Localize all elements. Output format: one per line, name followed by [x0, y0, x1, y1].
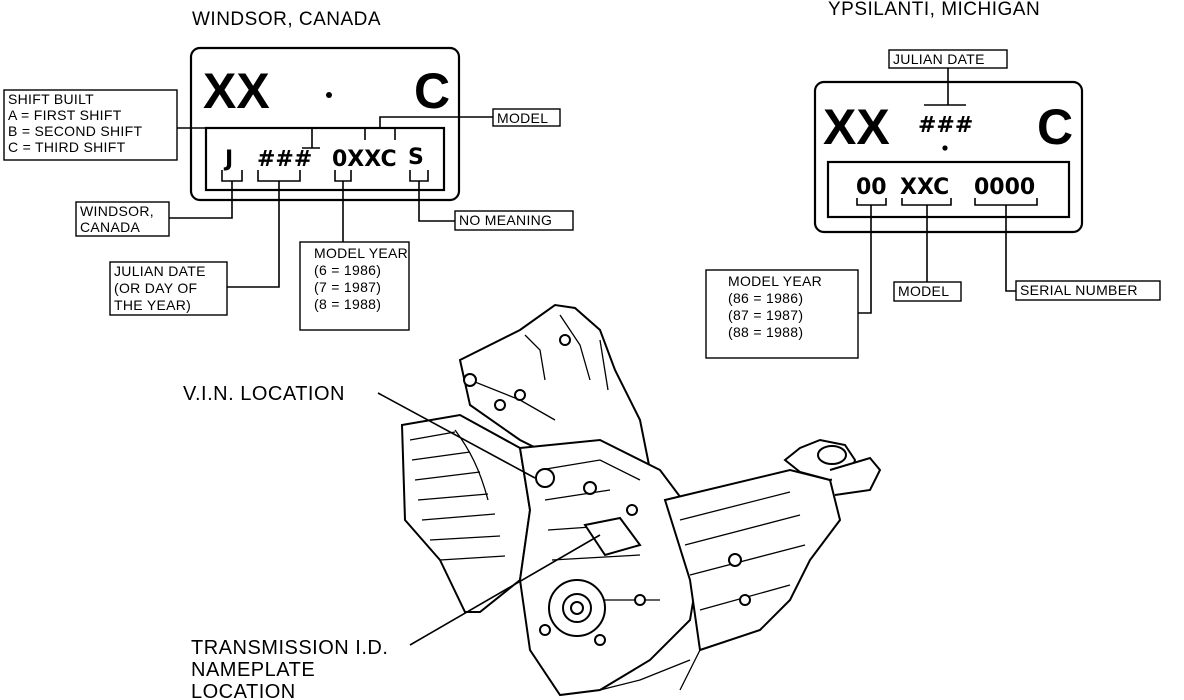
- ypsilanti-model-year-line4: (88 = 1988): [728, 324, 803, 340]
- windsor-plate-xx: XX: [203, 63, 270, 119]
- windsor-model-label: MODEL: [497, 110, 548, 126]
- ypsilanti-plate-xx: XX: [823, 99, 890, 155]
- ypsilanti-model-year-line1: MODEL YEAR: [728, 273, 822, 289]
- shift-built-line3: B = SECOND SHIFT: [8, 123, 142, 139]
- ypsilanti-plate-dot: [942, 145, 948, 151]
- ypsilanti-julian-label: JULIAN DATE: [893, 51, 985, 67]
- ypsilanti-model-year-callout: MODEL YEAR (86 = 1986) (87 = 1987) (88 =…: [705, 198, 887, 359]
- ypsilanti-plate-c: C: [1037, 99, 1073, 155]
- ypsilanti-code-year: 00: [856, 175, 887, 200]
- windsor-julian-line3: THE YEAR): [114, 297, 191, 313]
- ypsilanti-code-serial: 0000: [974, 175, 1035, 200]
- windsor-location-line1: WINDSOR,: [80, 203, 154, 219]
- shift-built-line2: A = FIRST SHIFT: [8, 107, 122, 123]
- windsor-model-year-callout: MODEL YEAR (6 = 1986) (7 = 1987) (8 = 19…: [299, 170, 410, 331]
- ypsilanti-julian-callout: JULIAN DATE: [888, 49, 1008, 69]
- ypsilanti-model-year-line2: (86 = 1986): [728, 290, 803, 306]
- ypsilanti-title: YPSILANTI, MICHIGAN: [828, 0, 1040, 20]
- vin-location-callout: V.I.N. LOCATION: [183, 383, 536, 479]
- windsor-model-year-line3: (7 = 1987): [314, 279, 381, 295]
- shift-built-line4: C = THIRD SHIFT: [8, 139, 126, 155]
- windsor-plate-dot: [326, 92, 332, 98]
- vin-location-label: V.I.N. LOCATION: [183, 383, 345, 405]
- nameplate-location-callout: TRANSMISSION I.D. NAMEPLATE LOCATION: [191, 534, 601, 700]
- windsor-model-year-line4: (8 = 1988): [314, 296, 381, 312]
- ypsilanti-plate: XX ### C 00 XXC 0000: [813, 68, 1084, 234]
- nameplate-line3: LOCATION: [191, 681, 296, 700]
- windsor-title: WINDSOR, CANADA: [192, 9, 381, 30]
- windsor-julian-line2: (OR DAY OF: [114, 280, 197, 296]
- ypsilanti-model-label: MODEL: [898, 283, 949, 299]
- windsor-plate-c: C: [414, 63, 450, 119]
- windsor-model-year-line1: MODEL YEAR: [314, 245, 408, 261]
- windsor-no-meaning-label: NO MEANING: [459, 212, 552, 228]
- ypsilanti-model-callout: MODEL: [893, 198, 962, 302]
- transmission-illustration: [400, 303, 882, 697]
- windsor-location-line2: CANADA: [80, 219, 141, 235]
- ypsilanti-serial-label: SERIAL NUMBER: [1020, 282, 1138, 298]
- windsor-code-j: J: [223, 147, 233, 172]
- windsor-model-year-line2: (6 = 1986): [314, 262, 381, 278]
- windsor-plate-code-box: [204, 126, 446, 192]
- shift-built-line1: SHIFT BUILT: [8, 91, 94, 107]
- ypsilanti-serial-callout: SERIAL NUMBER: [974, 198, 1161, 301]
- nameplate-line1: TRANSMISSION I.D.: [191, 637, 388, 659]
- ypsilanti-model-year-line3: (87 = 1987): [728, 307, 803, 323]
- windsor-julian-line1: JULIAN DATE: [114, 263, 206, 279]
- nameplate-line2: NAMEPLATE: [191, 659, 315, 681]
- windsor-model-callout: MODEL: [364, 108, 561, 140]
- windsor-location-callout: WINDSOR, CANADA: [75, 170, 243, 237]
- ypsilanti-code-model: XXC: [900, 175, 949, 200]
- windsor-julian-callout: JULIAN DATE (OR DAY OF THE YEAR): [109, 170, 301, 316]
- windsor-code-model: 0XXC: [332, 147, 397, 172]
- ypsilanti-plate-hash: ###: [918, 113, 973, 138]
- windsor-code-s: S: [408, 145, 424, 170]
- shift-built-callout: SHIFT BUILT A = FIRST SHIFT B = SECOND S…: [3, 89, 320, 161]
- windsor-code-hash: ###: [257, 147, 312, 172]
- windsor-no-meaning-callout: NO MEANING: [409, 170, 574, 231]
- ypsilanti-plate-code-box: [826, 160, 1071, 219]
- windsor-plate: XX C J ### 0XXC S: [189, 46, 461, 202]
